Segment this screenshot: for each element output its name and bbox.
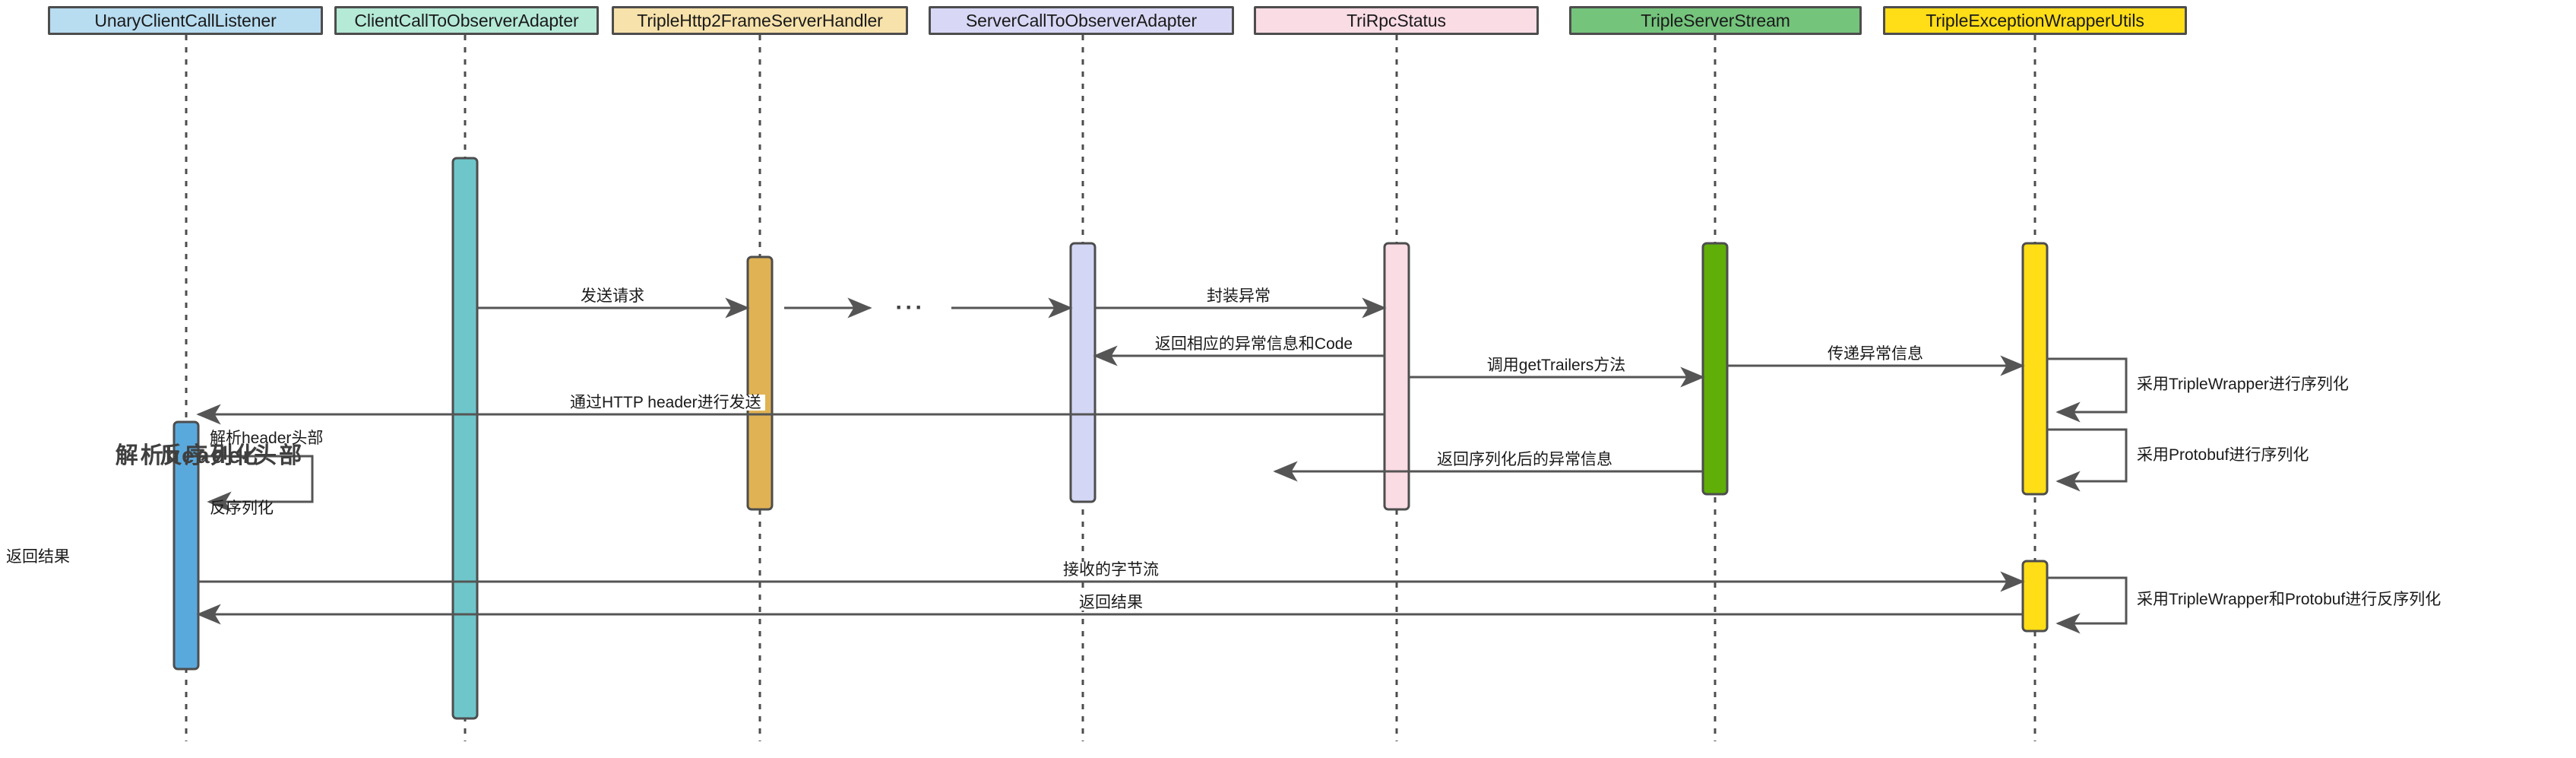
self-message-loop-unary-listener <box>198 455 314 512</box>
participant-client-call-to-observer-adapter[interactable]: ClientCallToObserverAdapter <box>334 6 599 35</box>
message-label-msg-return-result-bottom: 返回结果 <box>1075 595 1147 611</box>
participant-label: TripleServerStream <box>1641 10 1790 30</box>
message-arrows-group <box>196 297 2025 625</box>
ellipsis-marker: 解析header头部 <box>115 443 305 468</box>
participant-label: TripleExceptionWrapperUtils <box>1926 10 2144 30</box>
participant-label: UnaryClientCallListener <box>94 10 277 30</box>
self-message-loop-note-protobuf-serialize <box>2047 428 2128 492</box>
participant-triple-server-stream[interactable]: TripleServerStream <box>1569 6 1862 35</box>
participant-unary-client-call-listener[interactable]: UnaryClientCallListener <box>48 6 323 35</box>
ellipsis-marker: 反序列化 <box>160 443 260 468</box>
participant-label: TripleHttp2FrameServerHandler <box>637 10 883 30</box>
activation-bar-act-http2-handler <box>746 255 774 511</box>
participant-label: ServerCallToObserverAdapter <box>965 10 1198 30</box>
participant-server-call-to-observer-adapter[interactable]: ServerCallToObserverAdapter <box>929 6 1234 35</box>
participant-triple-http2-frame-server-handler[interactable]: TripleHttp2FrameServerHandler <box>612 6 908 35</box>
activation-bar-act-wrapper-2 <box>2021 560 2049 633</box>
message-label-msg-return-serialized-exception: 返回序列化后的异常信息 <box>1433 452 1616 468</box>
self-message-label-msg-deserialize: 反序列化 <box>210 500 274 517</box>
self-message-loop-note-triple-wrapper-protobuf-deserialize <box>2047 576 2128 634</box>
message-label-msg-pass-exception-info: 传递异常信息 <box>1824 346 1927 362</box>
self-message-label-note-triple-wrapper-serialize: 采用TripleWrapper进行序列化 <box>2137 376 2349 393</box>
ellipsis-marker: ··· <box>895 295 926 320</box>
message-label-msg-wrap-exception: 封装异常 <box>1203 288 1274 304</box>
participant-triple-exception-wrapper-utils[interactable]: TripleExceptionWrapperUtils <box>1883 6 2187 35</box>
activation-bar-act-unary-listener <box>172 420 200 671</box>
message-label-msg-return-exception-code: 返回相应的异常信息和Code <box>1150 336 1357 352</box>
participant-label: ClientCallToObserverAdapter <box>354 10 579 30</box>
participant-label: TriRpcStatus <box>1347 10 1446 30</box>
message-label-msg-send-via-http-header: 通过HTTP header进行发送 <box>566 395 765 411</box>
participant-tri-rpc-status[interactable]: TriRpcStatus <box>1254 6 1539 35</box>
activation-bar-act-server-observer <box>1069 242 1097 503</box>
activation-bar-act-tri-rpc-status <box>1383 242 1410 511</box>
self-message-label-msg-parse-header: 解析header头部 <box>210 430 324 447</box>
side-label-label-return-result-left: 返回结果 <box>6 548 70 566</box>
message-label-msg-send-request: 发送请求 <box>577 288 648 304</box>
activation-bar-act-client-observer <box>451 157 479 720</box>
activation-bar-act-wrapper-1 <box>2021 242 2049 496</box>
self-message-loop-note-triple-wrapper-serialize <box>2047 357 2128 423</box>
message-label-msg-call-get-trailers: 调用getTrailers方法 <box>1483 357 1630 373</box>
self-message-loops-group <box>198 357 2128 634</box>
message-label-msg-received-byte-stream: 接收的字节流 <box>1059 562 1163 578</box>
self-message-label-note-protobuf-serialize: 采用Protobuf进行序列化 <box>2137 446 2309 464</box>
activation-bar-act-server-stream <box>1701 242 1729 496</box>
activation-bars-group <box>172 157 2049 720</box>
self-message-label-note-triple-wrapper-protobuf-deserialize: 采用TripleWrapper和Protobuf进行反序列化 <box>2137 591 2442 608</box>
